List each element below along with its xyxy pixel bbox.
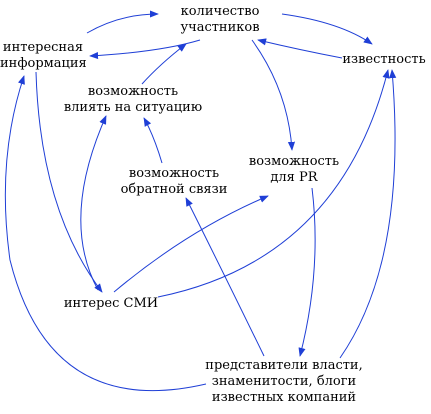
edge-participants-to-fame <box>281 13 373 45</box>
node-pr-possibility: возможность для PR <box>236 154 352 186</box>
node-interesting-info-line2: информация <box>0 56 87 71</box>
node-feedback-possibility-line1: возможность <box>128 166 220 181</box>
edge-officials-to-fame <box>339 69 397 359</box>
node-fame-line1: известность <box>342 52 426 67</box>
edge-feedback-to-influence <box>143 117 163 164</box>
node-influence-possibility: возможность влиять на ситуацию <box>55 84 211 116</box>
node-officials-celebrities: представители власти, знаменитости, блог… <box>196 358 372 406</box>
node-participant-count: количество участников <box>160 4 280 36</box>
edge-media-to-fame <box>157 69 390 298</box>
node-pr-possibility-line1: возможность <box>248 154 340 169</box>
node-interesting-info: интересная информация <box>0 40 87 72</box>
edge-pr-to-officials <box>298 187 316 357</box>
node-pr-possibility-line2: для PR <box>270 170 318 185</box>
node-fame: известность <box>340 52 428 68</box>
node-influence-possibility-line1: возможность <box>87 84 179 99</box>
edge-interesting-to-media <box>35 71 103 293</box>
node-participant-count-line1: количество <box>180 4 260 19</box>
edge-participants-to-interesting <box>89 39 201 60</box>
edge-layer <box>4 10 397 392</box>
edge-participants-to-pr <box>251 39 296 151</box>
edge-interesting-to-participants <box>86 10 159 34</box>
edge-media-to-pr <box>113 195 269 293</box>
edge-officials-to-feedback <box>185 197 265 357</box>
node-officials-celebrities-line1: представители власти, <box>205 358 363 373</box>
node-officials-celebrities-line2: знаменитости, блоги <box>211 374 357 389</box>
edge-fame-to-participants <box>257 38 343 59</box>
node-feedback-possibility-line2: обратной связи <box>120 182 228 197</box>
node-participant-count-line2: участников <box>180 20 260 35</box>
edge-media-to-influence <box>80 115 107 291</box>
node-interesting-info-line1: интересная <box>2 40 84 55</box>
edge-influence-to-participants <box>141 43 187 85</box>
node-feedback-possibility: возможность обратной связи <box>112 166 236 198</box>
edge-officials-to-interesting <box>4 75 207 392</box>
node-media-interest: интерес СМИ <box>52 296 170 312</box>
node-officials-celebrities-line3: известных компаний <box>211 390 357 405</box>
node-influence-possibility-line2: влиять на ситуацию <box>63 100 203 115</box>
node-media-interest-line1: интерес СМИ <box>63 296 159 311</box>
